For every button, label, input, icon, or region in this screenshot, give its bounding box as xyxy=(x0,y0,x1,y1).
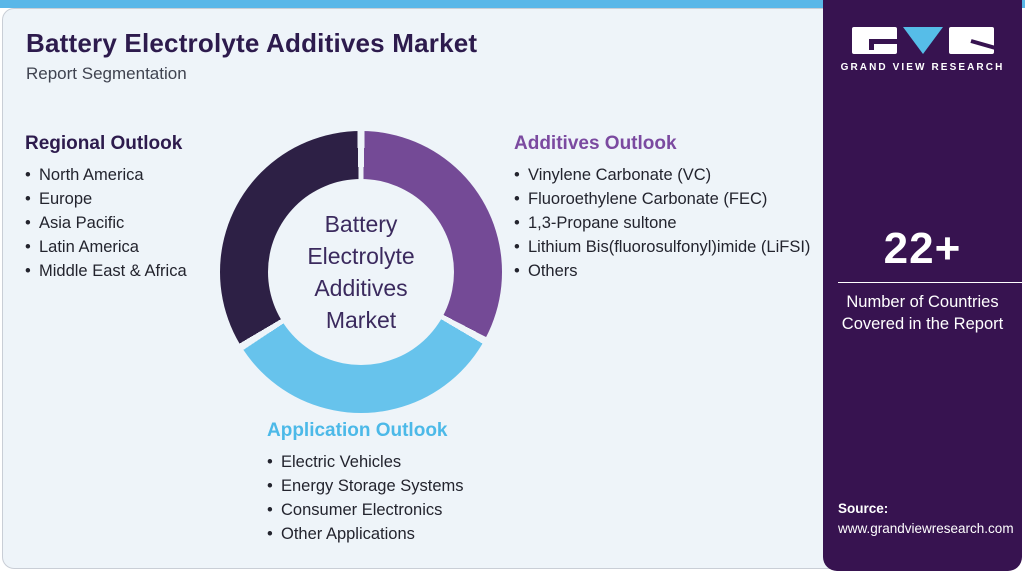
additives-outlook-title: Additives Outlook xyxy=(514,133,677,154)
source-block: Source: www.grandviewresearch.com xyxy=(838,499,1014,539)
report-header: Battery Electrolyte Additives Market Rep… xyxy=(26,28,477,84)
list-item: Other Applications xyxy=(267,522,527,546)
regional-outlook-section: Regional Outlook North AmericaEuropeAsia… xyxy=(25,133,245,283)
donut-hole: Battery Electrolyte Additives Market xyxy=(268,179,454,365)
additives-outlook-list: Vinylene Carbonate (VC)Fluoroethylene Ca… xyxy=(514,163,829,283)
logo-letter-g-icon xyxy=(851,26,897,54)
gvr-logo: GRAND VIEW RESEARCH xyxy=(823,26,1022,73)
main-panel: Battery Electrolyte Additives Market Rep… xyxy=(2,8,862,569)
top-accent-bar xyxy=(0,0,1025,8)
list-item: Energy Storage Systems xyxy=(267,474,527,498)
donut-center-label: Battery Electrolyte Additives Market xyxy=(307,210,415,334)
regional-outlook-list: North AmericaEuropeAsia PacificLatin Ame… xyxy=(25,163,245,283)
stat-value: 22+ xyxy=(883,224,962,273)
list-item: Europe xyxy=(25,187,245,211)
logo-letter-v-icon xyxy=(902,26,943,54)
donut-chart: Battery Electrolyte Additives Market xyxy=(220,131,502,413)
list-item: Vinylene Carbonate (VC) xyxy=(514,163,829,187)
application-outlook-section: Application Outlook Electric VehiclesEne… xyxy=(267,420,527,546)
application-outlook-title: Application Outlook xyxy=(267,420,448,441)
application-outlook-list: Electric VehiclesEnergy Storage SystemsC… xyxy=(267,450,527,546)
gvr-logo-marks xyxy=(823,26,1022,54)
source-url: www.grandviewresearch.com xyxy=(838,521,1014,536)
logo-wordmark: GRAND VIEW RESEARCH xyxy=(840,62,1005,73)
page-title: Battery Electrolyte Additives Market xyxy=(26,28,478,58)
countries-stat: 22+ Number of Countries Covered in the R… xyxy=(823,224,1022,335)
additives-outlook-section: Additives Outlook Vinylene Carbonate (VC… xyxy=(514,133,829,283)
stat-label: Number of Countries Covered in the Repor… xyxy=(841,293,1004,333)
stat-divider xyxy=(838,282,1022,283)
list-item: Fluoroethylene Carbonate (FEC) xyxy=(514,187,829,211)
list-item: Lithium Bis(fluorosulfonyl)imide (LiFSI) xyxy=(514,235,829,259)
list-item: Asia Pacific xyxy=(25,211,245,235)
list-item: Electric Vehicles xyxy=(267,450,527,474)
list-item: Middle East & Africa xyxy=(25,259,245,283)
list-item: North America xyxy=(25,163,245,187)
list-item: 1,3-Propane sultone xyxy=(514,211,829,235)
source-label: Source: xyxy=(838,501,889,516)
logo-letter-r-icon xyxy=(948,26,994,54)
brand-sidebar: GRAND VIEW RESEARCH 22+ Number of Countr… xyxy=(823,0,1022,571)
list-item: Latin America xyxy=(25,235,245,259)
list-item: Consumer Electronics xyxy=(267,498,527,522)
list-item: Others xyxy=(514,259,829,283)
page-subtitle: Report Segmentation xyxy=(26,64,187,83)
regional-outlook-title: Regional Outlook xyxy=(25,133,183,154)
